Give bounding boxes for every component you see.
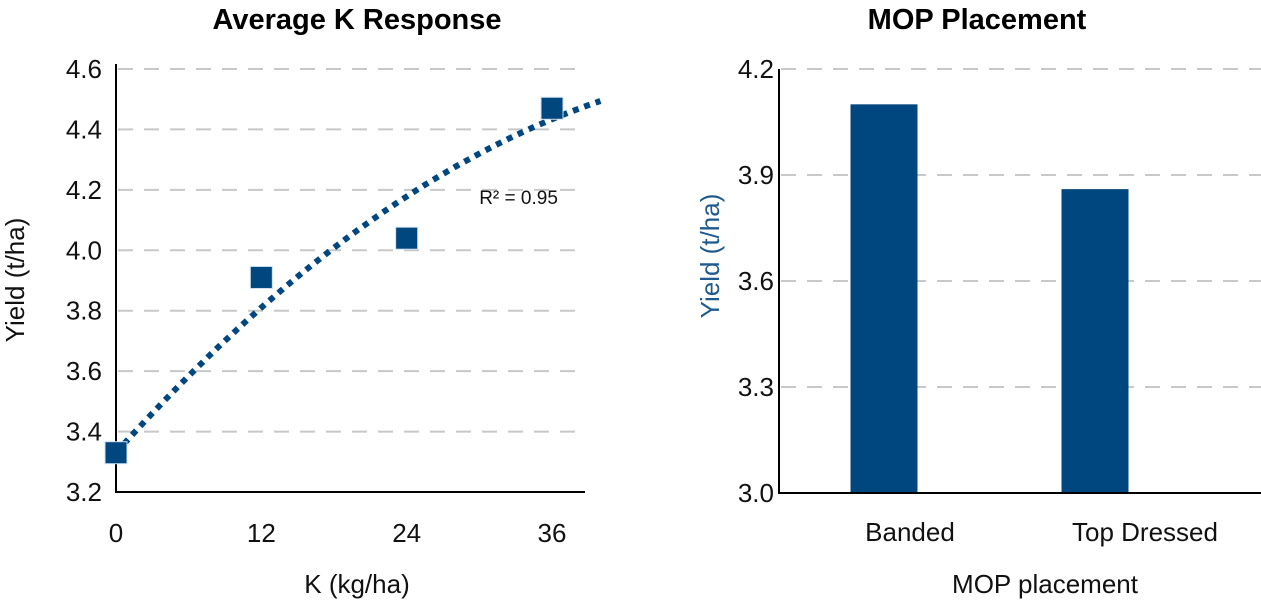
- y-tick-label: 3.9: [738, 160, 774, 190]
- y-tick-label: 3.0: [738, 478, 774, 508]
- y-tick-label: 3.6: [66, 356, 102, 386]
- bar: [1061, 189, 1129, 493]
- axes: [115, 64, 585, 493]
- data-point: [249, 265, 273, 289]
- y-axis-label: Yield (t/ha): [0, 218, 30, 343]
- data-points: [104, 96, 564, 465]
- r-squared-annotation: R² = 0.95: [479, 188, 558, 209]
- scatter-chart-k-response: Average K Response 3.2 3.4 3.6 3.8 4.0 4.2 4.4…: [0, 4, 602, 599]
- y-tick-label: 4.2: [66, 175, 102, 205]
- x-tick-label: 36: [538, 518, 567, 548]
- y-tick-label: 3.3: [738, 372, 774, 402]
- bar: [850, 104, 918, 493]
- y-tick-label: 3.4: [66, 417, 102, 447]
- y-tick-label: 4.6: [66, 54, 102, 84]
- x-tick-label: 0: [109, 518, 123, 548]
- y-tick-label: 3.2: [66, 477, 102, 507]
- x-tick-label: Banded: [865, 517, 955, 547]
- chart-title: MOP Placement: [868, 4, 1087, 36]
- gridlines: [118, 68, 585, 433]
- x-tick-labels: Banded Top Dressed: [865, 517, 1218, 547]
- data-point: [104, 441, 128, 465]
- y-tick-labels: 3.2 3.4 3.6 3.8 4.0 4.2 4.4 4.6: [66, 54, 102, 507]
- x-tick-label: Top Dressed: [1072, 517, 1218, 547]
- y-tick-label: 4.0: [66, 235, 102, 265]
- trendline: [113, 98, 602, 455]
- x-axis-label: MOP placement: [952, 569, 1139, 599]
- y-axis-label: Yield (t/ha): [695, 194, 725, 319]
- axes: [778, 69, 1261, 494]
- bars: [850, 104, 1129, 493]
- bar-chart-mop-placement: MOP Placement 3.0 3.3 3.6 3.9 4.2 Banded Top …: [695, 4, 1261, 599]
- x-axis-label: K (kg/ha): [304, 569, 410, 599]
- x-tick-labels: 0 12 24 36: [109, 518, 567, 548]
- chart-title: Average K Response: [212, 4, 501, 36]
- y-tick-labels: 3.0 3.3 3.6 3.9 4.2: [738, 54, 774, 508]
- y-tick-label: 4.4: [66, 114, 102, 144]
- y-tick-label: 3.6: [738, 266, 774, 296]
- y-tick-label: 4.2: [738, 54, 774, 84]
- data-point: [395, 226, 419, 250]
- x-tick-label: 24: [392, 518, 421, 548]
- data-point: [540, 96, 564, 120]
- y-tick-label: 3.8: [66, 296, 102, 326]
- x-tick-label: 12: [247, 518, 276, 548]
